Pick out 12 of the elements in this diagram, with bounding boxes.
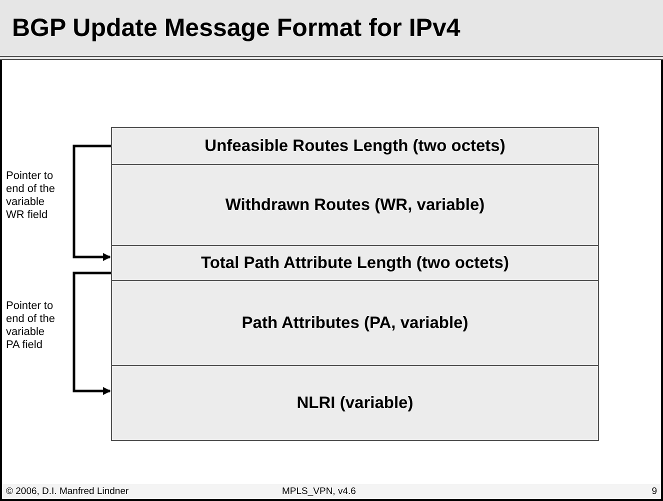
field-box: Total Path Attribute Length (two octets) (111, 245, 599, 281)
field-box: Unfeasible Routes Length (two octets) (111, 127, 599, 165)
field-box: Path Attributes (PA, variable) (111, 280, 599, 366)
footer-text: MPLS_VPN, v4.6 (282, 486, 356, 497)
slide-title: BGP Update Message Format for IPv4 (12, 14, 460, 43)
edge-label: Pointer to end of the variable WR field (6, 170, 56, 222)
footer-text: 9 (652, 486, 657, 497)
bracket-arrow (72, 144, 111, 261)
field-box: Withdrawn Routes (WR, variable) (111, 164, 599, 246)
bracket-arrow (72, 272, 111, 395)
footer-text: © 2006, D.I. Manfred Lindner (6, 486, 129, 497)
field-box: NLRI (variable) (111, 365, 599, 441)
